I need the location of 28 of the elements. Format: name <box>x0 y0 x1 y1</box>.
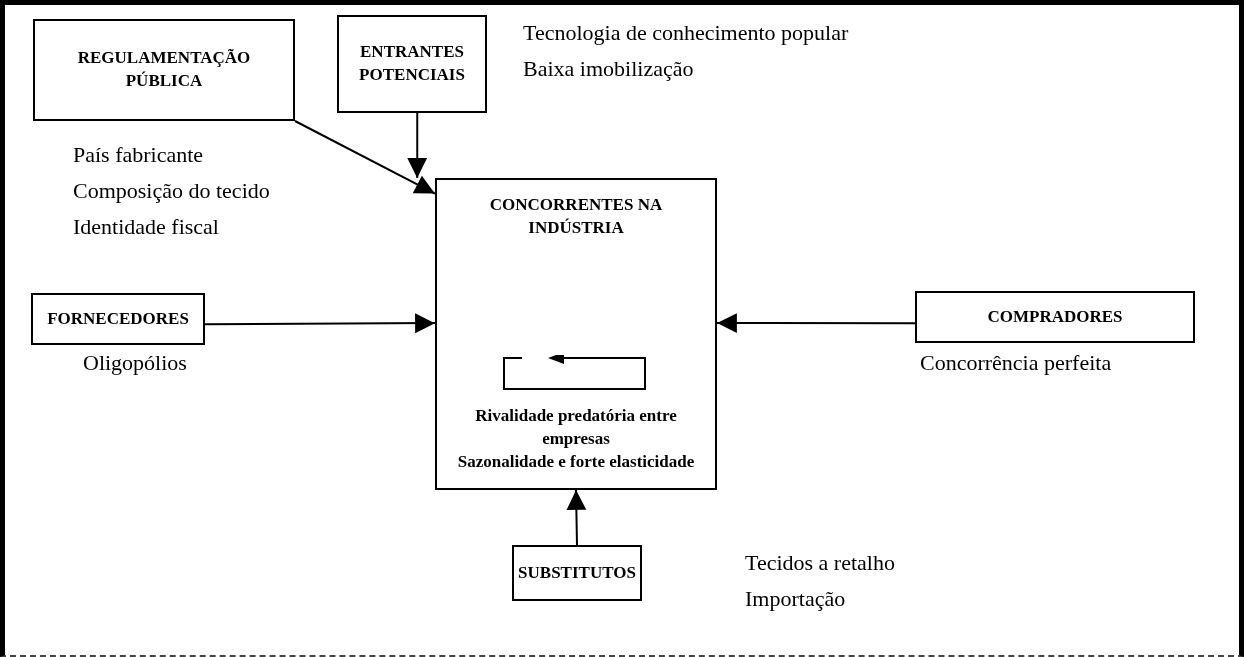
annotation-text: Concorrência perfeita <box>920 349 1112 377</box>
annotation-text: Baixa imobilização <box>523 55 695 83</box>
box-heading: COMPRADORES <box>987 305 1123 328</box>
process-box <box>915 291 1195 343</box>
annotation-text: Composição do tecido <box>73 177 270 205</box>
process-box <box>337 15 487 113</box>
process-box <box>33 19 295 121</box>
box-heading: SUBSTITUTOS <box>518 561 636 584</box>
arrow <box>204 313 436 334</box>
arrow <box>716 313 916 333</box>
box-heading: FORNECEDORES <box>47 307 189 330</box>
annotation-text: País fabricante <box>73 141 205 169</box>
annotation-text: Identidade fiscal <box>73 213 220 241</box>
box-text: Sazonalidade e forte elasticidade <box>457 451 695 474</box>
arrow <box>566 489 587 546</box>
annotation-text: Importação <box>745 585 847 613</box>
process-box <box>512 545 642 601</box>
box-heading: CONCORRENTES NA INDÚSTRIA <box>488 194 664 239</box>
arrow <box>294 120 436 195</box>
annotation-text: Tecnologia de conhecimento popular <box>523 19 849 47</box>
process-box <box>435 178 717 490</box>
process-box <box>31 293 205 345</box>
annotation-text: Oligopólios <box>83 349 187 377</box>
annotation-text: Tecidos a retalho <box>745 549 895 577</box>
box-heading: REGULAMENTAÇÃO PÚBLICA <box>76 47 252 92</box>
arrow <box>407 112 428 179</box>
box-heading: ENTRANTES POTENCIAIS <box>358 41 466 86</box>
box-text: Rivalidade predatória entre empresas <box>474 405 678 451</box>
